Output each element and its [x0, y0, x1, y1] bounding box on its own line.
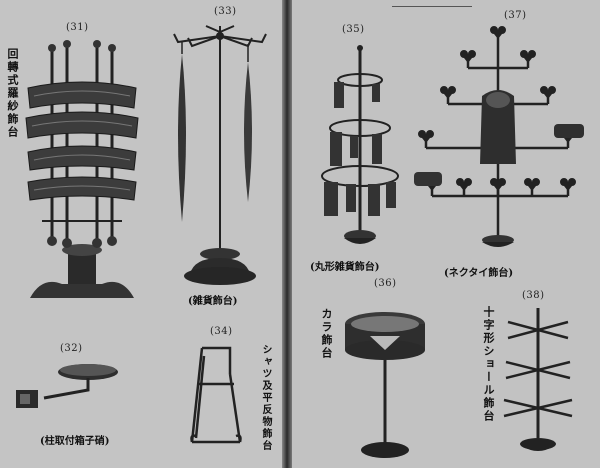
book-gutter [282, 0, 292, 468]
figure-34-number: (34) [210, 326, 233, 337]
necktie-display-stand-illustration [414, 26, 584, 247]
figure-31-number: (31) [66, 22, 89, 33]
sundries-display-stand-illustration [173, 25, 267, 285]
header-rule [392, 0, 472, 7]
revolving-cloth-display-stand-illustration [25, 40, 139, 298]
collar-display-stand-illustration [345, 312, 425, 458]
figure-33-number: (33) [214, 6, 237, 17]
figure-31-caption: 回轉式羅紗飾台 [6, 48, 19, 139]
figure-35-number: (35) [342, 24, 365, 35]
figure-38-number: (38) [522, 290, 545, 301]
cross-shaped-shawl-display-stand-illustration [503, 308, 573, 451]
figure-34-caption: シャツ及平反物飾台 [260, 344, 271, 452]
figure-33-caption: (雑貨飾台) [188, 296, 238, 307]
figure-37-caption: (ネクタイ飾台) [444, 268, 514, 279]
figure-36-caption: カラ飾台 [320, 308, 333, 360]
figure-35-caption: (丸形雑貨飾台) [310, 262, 380, 273]
shirt-fabric-display-stand-illustration [190, 346, 242, 444]
left-page: (31) 回轉式羅紗飾台 [0, 0, 282, 468]
figure-32-number: (32) [60, 343, 83, 354]
figure-37-number: (37) [504, 10, 527, 21]
figure-32-caption: (柱取付箱子硝) [40, 436, 110, 447]
figure-36-number: (36) [374, 278, 397, 289]
figure-38-caption: 十字形ショール飾台 [482, 306, 495, 423]
right-page: (35) (丸形雑貨飾台) (37) [292, 0, 600, 468]
round-sundries-display-stand-illustration [321, 45, 399, 244]
pillar-mounted-glass-shelf-illustration [16, 364, 118, 408]
